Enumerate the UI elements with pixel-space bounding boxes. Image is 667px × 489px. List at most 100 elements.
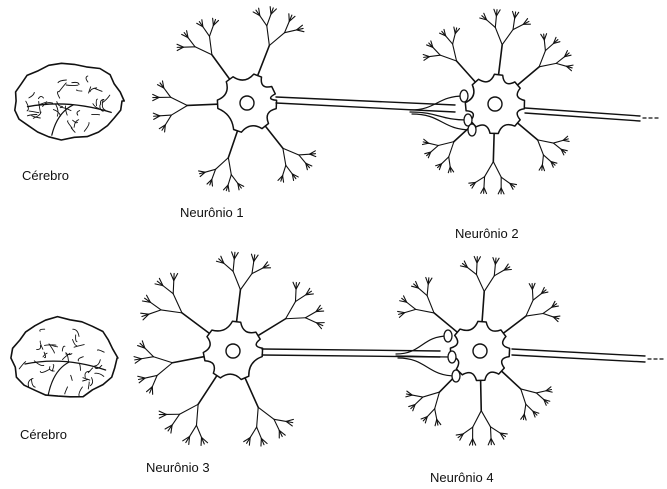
dendrite-branch — [502, 371, 521, 389]
dendrite-branch — [545, 44, 553, 51]
dendrite-branch — [427, 284, 428, 295]
dendrite-branch — [260, 16, 267, 26]
dendrite-branch — [299, 155, 306, 163]
dendrite-branch — [435, 409, 437, 420]
cell-nucleus — [240, 96, 254, 110]
dendrite-branch — [476, 275, 484, 292]
cell-nucleus — [473, 344, 487, 358]
dendrite-branch — [543, 155, 550, 162]
dendrite-branch — [521, 389, 537, 393]
dendrite-branch — [490, 427, 491, 439]
dendrite-branch — [533, 294, 541, 301]
dendrite-branch — [245, 378, 258, 407]
dendrite-branch — [435, 392, 440, 409]
dendrite-branch — [418, 288, 427, 296]
dendrite-branch — [209, 36, 211, 54]
dendrite-branch — [224, 263, 233, 271]
axon-terminal-branch — [410, 112, 468, 120]
dendrite-branch — [429, 143, 439, 145]
dendrite-branch — [212, 169, 216, 179]
neuron-2-label: Neurônio 2 — [455, 226, 519, 241]
cell-nucleus — [226, 344, 240, 358]
dendrite-branch — [494, 270, 504, 276]
dendrite-branch — [495, 16, 496, 27]
dendrite-branch — [182, 313, 209, 333]
dendrite-branch — [457, 61, 476, 82]
dendrite-branch — [205, 169, 215, 172]
dendrite-branch — [487, 20, 496, 28]
dendrite-branch — [430, 55, 441, 56]
dendrite-branch — [228, 131, 237, 157]
dendrite-branch — [161, 310, 182, 313]
dendrite-branch — [513, 18, 515, 29]
dendrite-branch — [542, 165, 543, 170]
axon-terminal-bulb — [452, 370, 460, 382]
dendrite-branch — [154, 357, 173, 363]
dendrite-branch — [258, 319, 285, 336]
brain-outline — [11, 317, 118, 397]
dendrite-branch — [496, 10, 497, 16]
dendrite-branch — [149, 310, 161, 314]
dendrite-branch — [438, 142, 454, 146]
dendrite-branch — [203, 27, 210, 36]
dendrite-branch — [145, 348, 154, 357]
dendrite-branch — [539, 63, 556, 66]
axon-terminal-bulb — [468, 124, 476, 136]
dendrite-branch — [542, 155, 543, 165]
dendrite-branch — [173, 294, 182, 313]
dendrite-branch — [532, 289, 533, 300]
neuron-4-label: Neurônio 4 — [430, 470, 494, 485]
dendrite-branch — [283, 165, 286, 175]
dendrite-branch — [173, 281, 174, 294]
dendrite-branch — [544, 34, 545, 40]
dendrite-branch — [453, 44, 457, 61]
axon-terminal-bulb — [444, 330, 452, 342]
dendrite-branch — [285, 30, 297, 33]
dendrite-branch — [172, 357, 203, 363]
dendrite-branch — [196, 425, 201, 437]
dendrite-branch — [453, 34, 456, 44]
axon-terminal-bulb — [460, 90, 468, 102]
dendrite-branch — [556, 57, 564, 64]
dendrite-branch — [495, 258, 496, 264]
dendrite-branch — [484, 177, 485, 188]
dendrite-branch — [252, 261, 254, 273]
dendrite-branch — [412, 395, 423, 397]
dendrite-branch — [526, 300, 533, 316]
dendrite-branch — [428, 278, 429, 284]
dendrite-branch — [171, 97, 188, 105]
dendrite-branch — [538, 140, 544, 155]
dendrite-branch — [295, 289, 296, 301]
dendrite-branch — [286, 302, 296, 319]
dendrite-branch — [198, 376, 217, 404]
dendrite-branch — [502, 30, 513, 45]
neuron-2-drawing — [423, 9, 574, 194]
dendrite-branch — [257, 407, 259, 427]
dendrite-branch — [493, 134, 494, 162]
dendrite-branch — [526, 313, 543, 316]
dendrite-branch — [163, 286, 173, 294]
neuron-1-label: Neurônio 1 — [180, 205, 244, 220]
dendrite-branch — [187, 104, 217, 105]
dendrite-branch — [482, 291, 484, 321]
neuron-1-drawing — [153, 7, 316, 192]
dendrite-branch — [283, 148, 299, 155]
dendrite-branch — [543, 307, 552, 313]
dendrite-branch — [228, 158, 231, 175]
dendrite-branch — [427, 296, 434, 313]
dendrite-branch — [521, 389, 526, 404]
dendrite-branch — [467, 267, 476, 274]
dendrite-branch — [240, 274, 252, 290]
dendrite-branch — [152, 375, 157, 386]
dendrite-branch — [476, 263, 477, 275]
dendrite-branch — [494, 264, 495, 275]
dendrite-branch — [504, 316, 526, 333]
dendrite-branch — [305, 312, 316, 318]
dendrite-branch — [481, 381, 482, 411]
dendrite-branch — [513, 24, 523, 29]
dendrite-branch — [539, 51, 545, 67]
dendrite-branch — [274, 419, 279, 430]
dendrite-branch — [190, 425, 197, 436]
dendrite-branch — [171, 105, 187, 115]
